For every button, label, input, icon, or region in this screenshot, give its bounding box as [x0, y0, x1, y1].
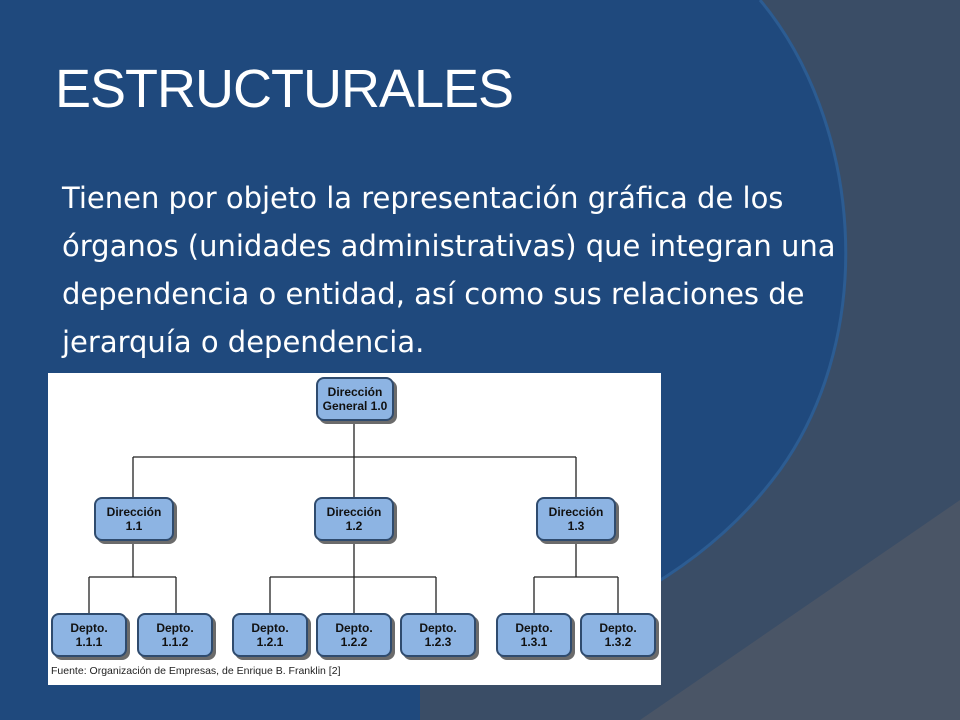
org-chart: Dirección General 1.0 Dirección 1.1 Dire… — [48, 373, 661, 685]
org-box-dept-1-2-1: Depto. 1.2.1 — [232, 613, 308, 657]
org-box-dept-1-3-1: Depto. 1.3.1 — [496, 613, 572, 657]
org-chart-source-caption: Fuente: Organización de Empresas, de Enr… — [51, 665, 341, 677]
org-box-dept-1-1-1: Depto. 1.1.1 — [51, 613, 127, 657]
org-chart-connectors — [88, 421, 619, 613]
org-box-direction-1-3: Dirección 1.3 — [536, 497, 616, 541]
org-box-dept-1-3-2: Depto. 1.3.2 — [580, 613, 656, 657]
org-box-dept-1-2-2: Depto. 1.2.2 — [316, 613, 392, 657]
corner-shape — [640, 500, 960, 720]
org-box-direction-1-1: Dirección 1.1 — [94, 497, 174, 541]
org-box-dept-1-1-2: Depto. 1.1.2 — [137, 613, 213, 657]
org-box-general-direction: Dirección General 1.0 — [316, 377, 394, 421]
slide-title: ESTRUCTURALES — [55, 59, 514, 119]
org-box-dept-1-2-3: Depto. 1.2.3 — [400, 613, 476, 657]
slide-body-text: Tienen por objeto la representación gráf… — [62, 181, 836, 359]
accent-panel-shape — [420, 0, 960, 720]
org-box-direction-1-2: Dirección 1.2 — [314, 497, 394, 541]
